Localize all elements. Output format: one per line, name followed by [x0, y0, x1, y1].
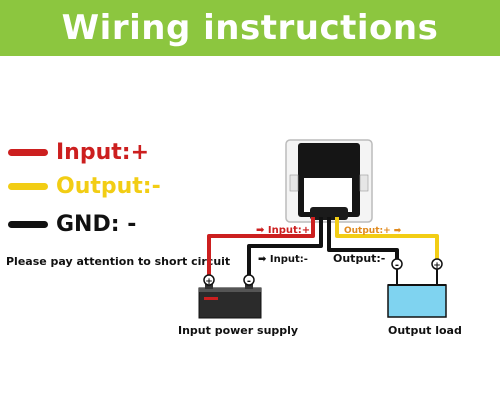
input-power-supply: [198, 284, 262, 319]
legend-output-minus: Output:-: [56, 174, 161, 199]
page-title: Wiring instructions: [61, 8, 439, 48]
input-minus-label: ➡ Input:-: [258, 254, 308, 265]
svg-text:+: +: [433, 261, 441, 271]
output-load-caption: Output load: [388, 324, 462, 337]
svg-text:-: -: [395, 260, 399, 271]
output-load: [387, 284, 447, 318]
red-wire-swatch: [8, 149, 48, 156]
output-plus-label: Output:+ ➡: [344, 226, 402, 236]
converter-module: [285, 139, 373, 223]
output-minus-label: Output:-: [333, 252, 385, 265]
load-minus-terminal: -: [391, 258, 403, 285]
load-plus-terminal: +: [431, 258, 443, 285]
battery-minus-terminal: -: [243, 274, 255, 287]
input-source-caption: Input power supply: [178, 324, 298, 337]
legend-gnd: GND: -: [56, 212, 137, 237]
svg-text:-: -: [247, 276, 251, 287]
battery-plus-terminal: +: [203, 274, 215, 287]
black-wire-swatch: [8, 221, 48, 228]
yellow-wire-swatch: [8, 183, 48, 190]
legend-input-plus: Input:+: [56, 140, 150, 165]
svg-text:+: +: [205, 277, 213, 287]
title-banner: [0, 0, 500, 56]
input-plus-label: ➡ Input:+: [256, 225, 310, 236]
short-circuit-note: Please pay attention to short circuit: [6, 255, 231, 268]
